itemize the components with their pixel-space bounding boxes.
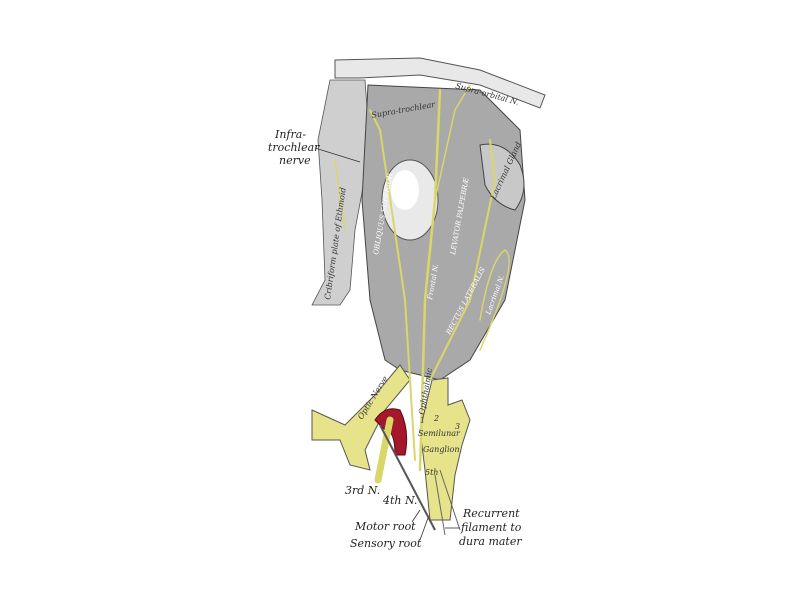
lacrimal-gland xyxy=(479,143,525,211)
leader-infratrochlear xyxy=(314,147,361,163)
label-sensory-root: Sensory root xyxy=(350,537,422,550)
label-third-nerve: 3rd N. xyxy=(345,484,380,497)
leader-sensory-root xyxy=(419,517,429,541)
leader-motor-root xyxy=(411,509,421,523)
label-fourth-nerve: 4th N. xyxy=(382,494,417,507)
trochlear-nerve xyxy=(369,109,416,461)
label-motor-root: Motor root xyxy=(354,520,416,533)
label-infratrochlear-2: trochlear xyxy=(268,141,320,154)
label-semilunar-2: Ganglion xyxy=(423,445,460,454)
label-infratrochlear-3: nerve xyxy=(279,154,311,167)
semilunar-ganglion xyxy=(419,377,471,521)
label-infratrochlear-1: Infra- xyxy=(274,128,306,141)
infratrochlear-branch xyxy=(334,159,346,231)
fourth-nerve xyxy=(379,424,436,531)
label-div-1: 1 xyxy=(420,416,425,425)
supraorbital-nerve xyxy=(434,84,471,201)
eyeball-highlight xyxy=(391,170,419,210)
label-div-3: 3 xyxy=(455,422,460,431)
optic-nerve xyxy=(311,364,411,471)
abducens-loop xyxy=(479,249,510,351)
label-recurrent-3: dura mater xyxy=(459,535,522,548)
label-fifth: 5th xyxy=(425,468,438,477)
orbit-muscles xyxy=(361,84,526,381)
frontal-nerve xyxy=(418,88,442,472)
label-semilunar-1: Semilunar xyxy=(418,429,461,438)
label-div-2: 2 xyxy=(433,414,439,423)
label-recurrent-1: Recurrent xyxy=(462,507,520,520)
oculomotor-nerve xyxy=(374,416,394,484)
label-recurrent-2: filament to xyxy=(460,521,522,534)
lacrimal-nerve xyxy=(429,139,497,381)
frontal-bone xyxy=(334,57,546,109)
recurrent-filaments xyxy=(434,469,461,536)
